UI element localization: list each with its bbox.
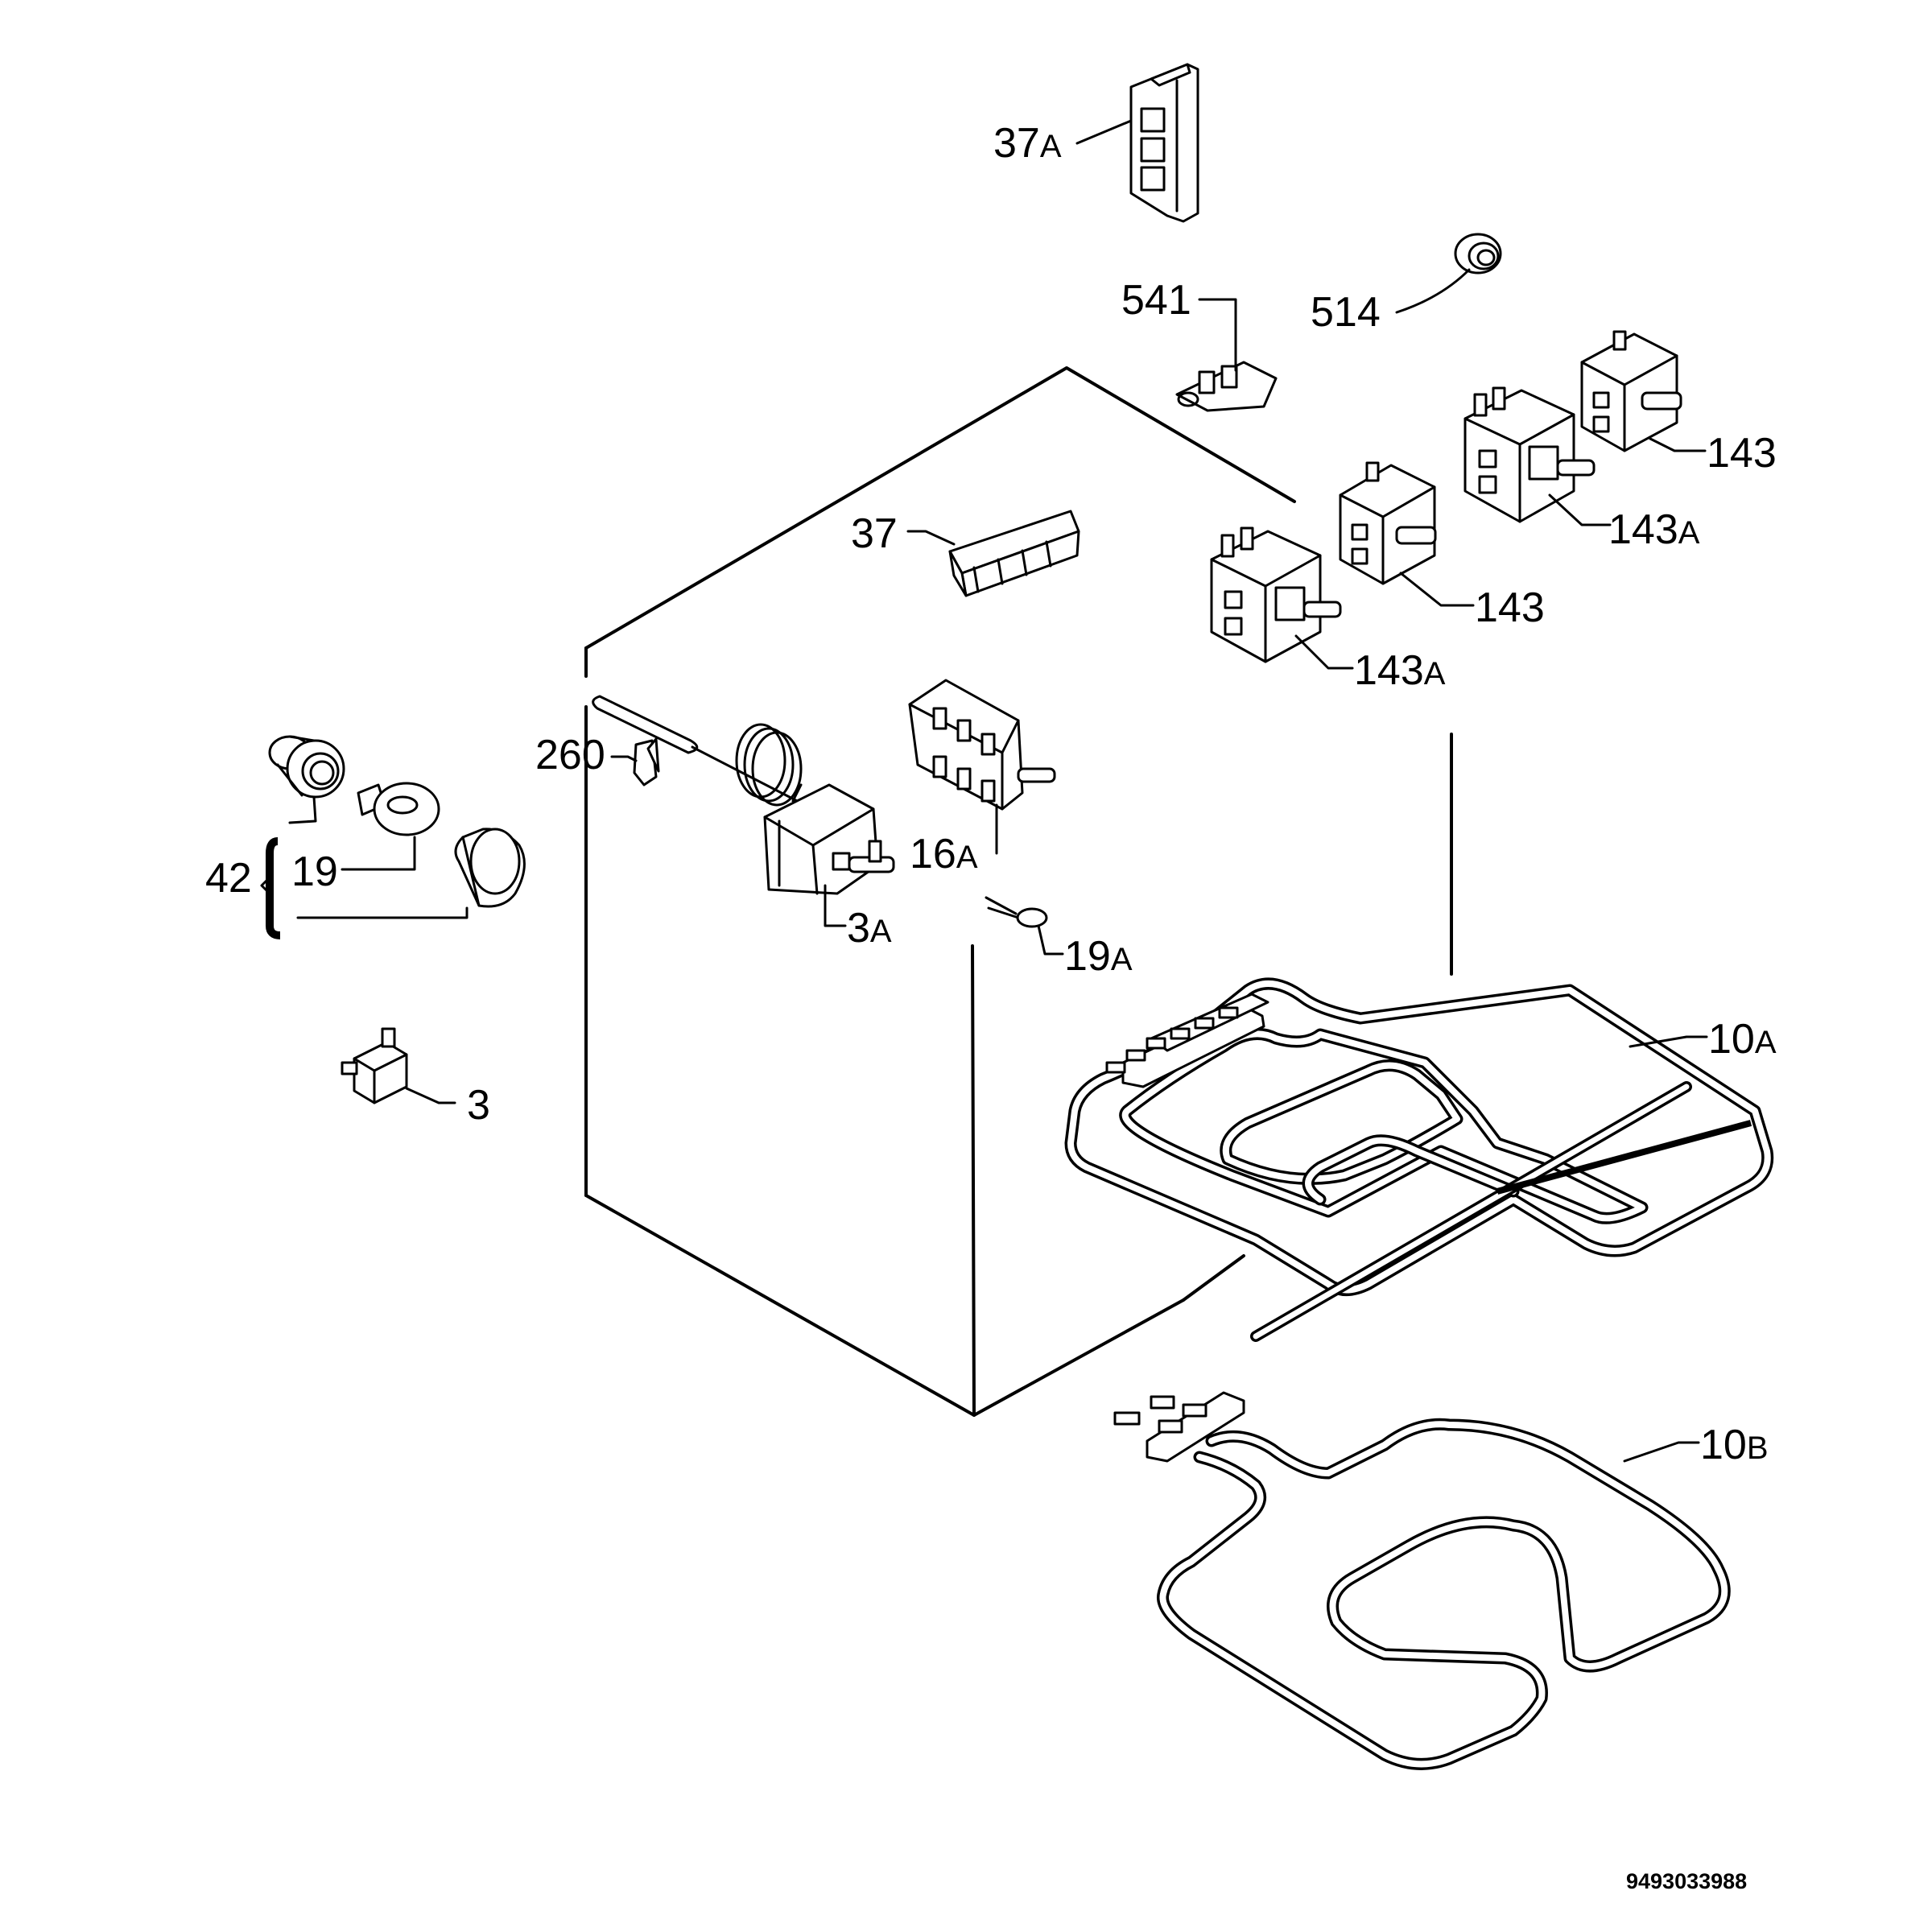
label-19: 19 (291, 848, 338, 895)
control-unit-143a-mid[interactable] (1210, 526, 1342, 663)
control-unit-143a-top[interactable] (1463, 386, 1596, 523)
label-143a-top: 143A (1608, 506, 1700, 553)
bracket-42 (260, 837, 281, 939)
thermostat-3a[interactable] (763, 783, 895, 895)
control-unit-143-mid[interactable] (1339, 461, 1437, 585)
label-16a: 16A (910, 831, 978, 877)
lamp-bulb-19[interactable] (357, 782, 440, 836)
label-3: 3 (467, 1082, 490, 1129)
label-19a: 19A (1064, 933, 1133, 980)
label-514: 514 (1311, 289, 1381, 336)
label-10a: 10A (1708, 1016, 1777, 1063)
drawing-code: 9493033988 (1626, 1869, 1747, 1893)
door-switch-541[interactable] (1175, 361, 1278, 412)
switch-3[interactable] (341, 1027, 408, 1104)
label-3a: 3A (847, 905, 892, 952)
lamp-holder[interactable] (268, 735, 345, 799)
label-260: 260 (535, 732, 605, 778)
heating-element-10a[interactable] (1064, 977, 1774, 1342)
label-143a-mid: 143A (1354, 647, 1446, 694)
terminal-block-37[interactable] (948, 510, 1080, 597)
callout-labels: 37A 514 541 143 143A 143 143A 37 260 16A… (205, 120, 1777, 1893)
label-10b: 10B (1700, 1422, 1769, 1468)
label-143-mid: 143 (1475, 584, 1545, 631)
label-37: 37 (851, 510, 898, 557)
heating-element-10b[interactable] (1113, 1391, 1731, 1770)
label-37a: 37A (993, 120, 1062, 167)
indicator-lamp-19a[interactable] (985, 896, 1048, 928)
grommet-514[interactable] (1454, 233, 1502, 275)
label-541: 541 (1121, 277, 1191, 324)
lamp-cover[interactable] (454, 828, 526, 908)
selector-switch-16a[interactable] (908, 679, 1056, 811)
terminal-strip-37a[interactable] (1129, 63, 1199, 223)
label-42: 42 (205, 855, 252, 902)
clip-260[interactable] (633, 737, 660, 786)
oven-cabinet-outline (584, 366, 1453, 1417)
label-143-top: 143 (1707, 430, 1777, 477)
thermostat-probe (592, 695, 807, 807)
control-unit-143-top[interactable] (1580, 330, 1682, 452)
